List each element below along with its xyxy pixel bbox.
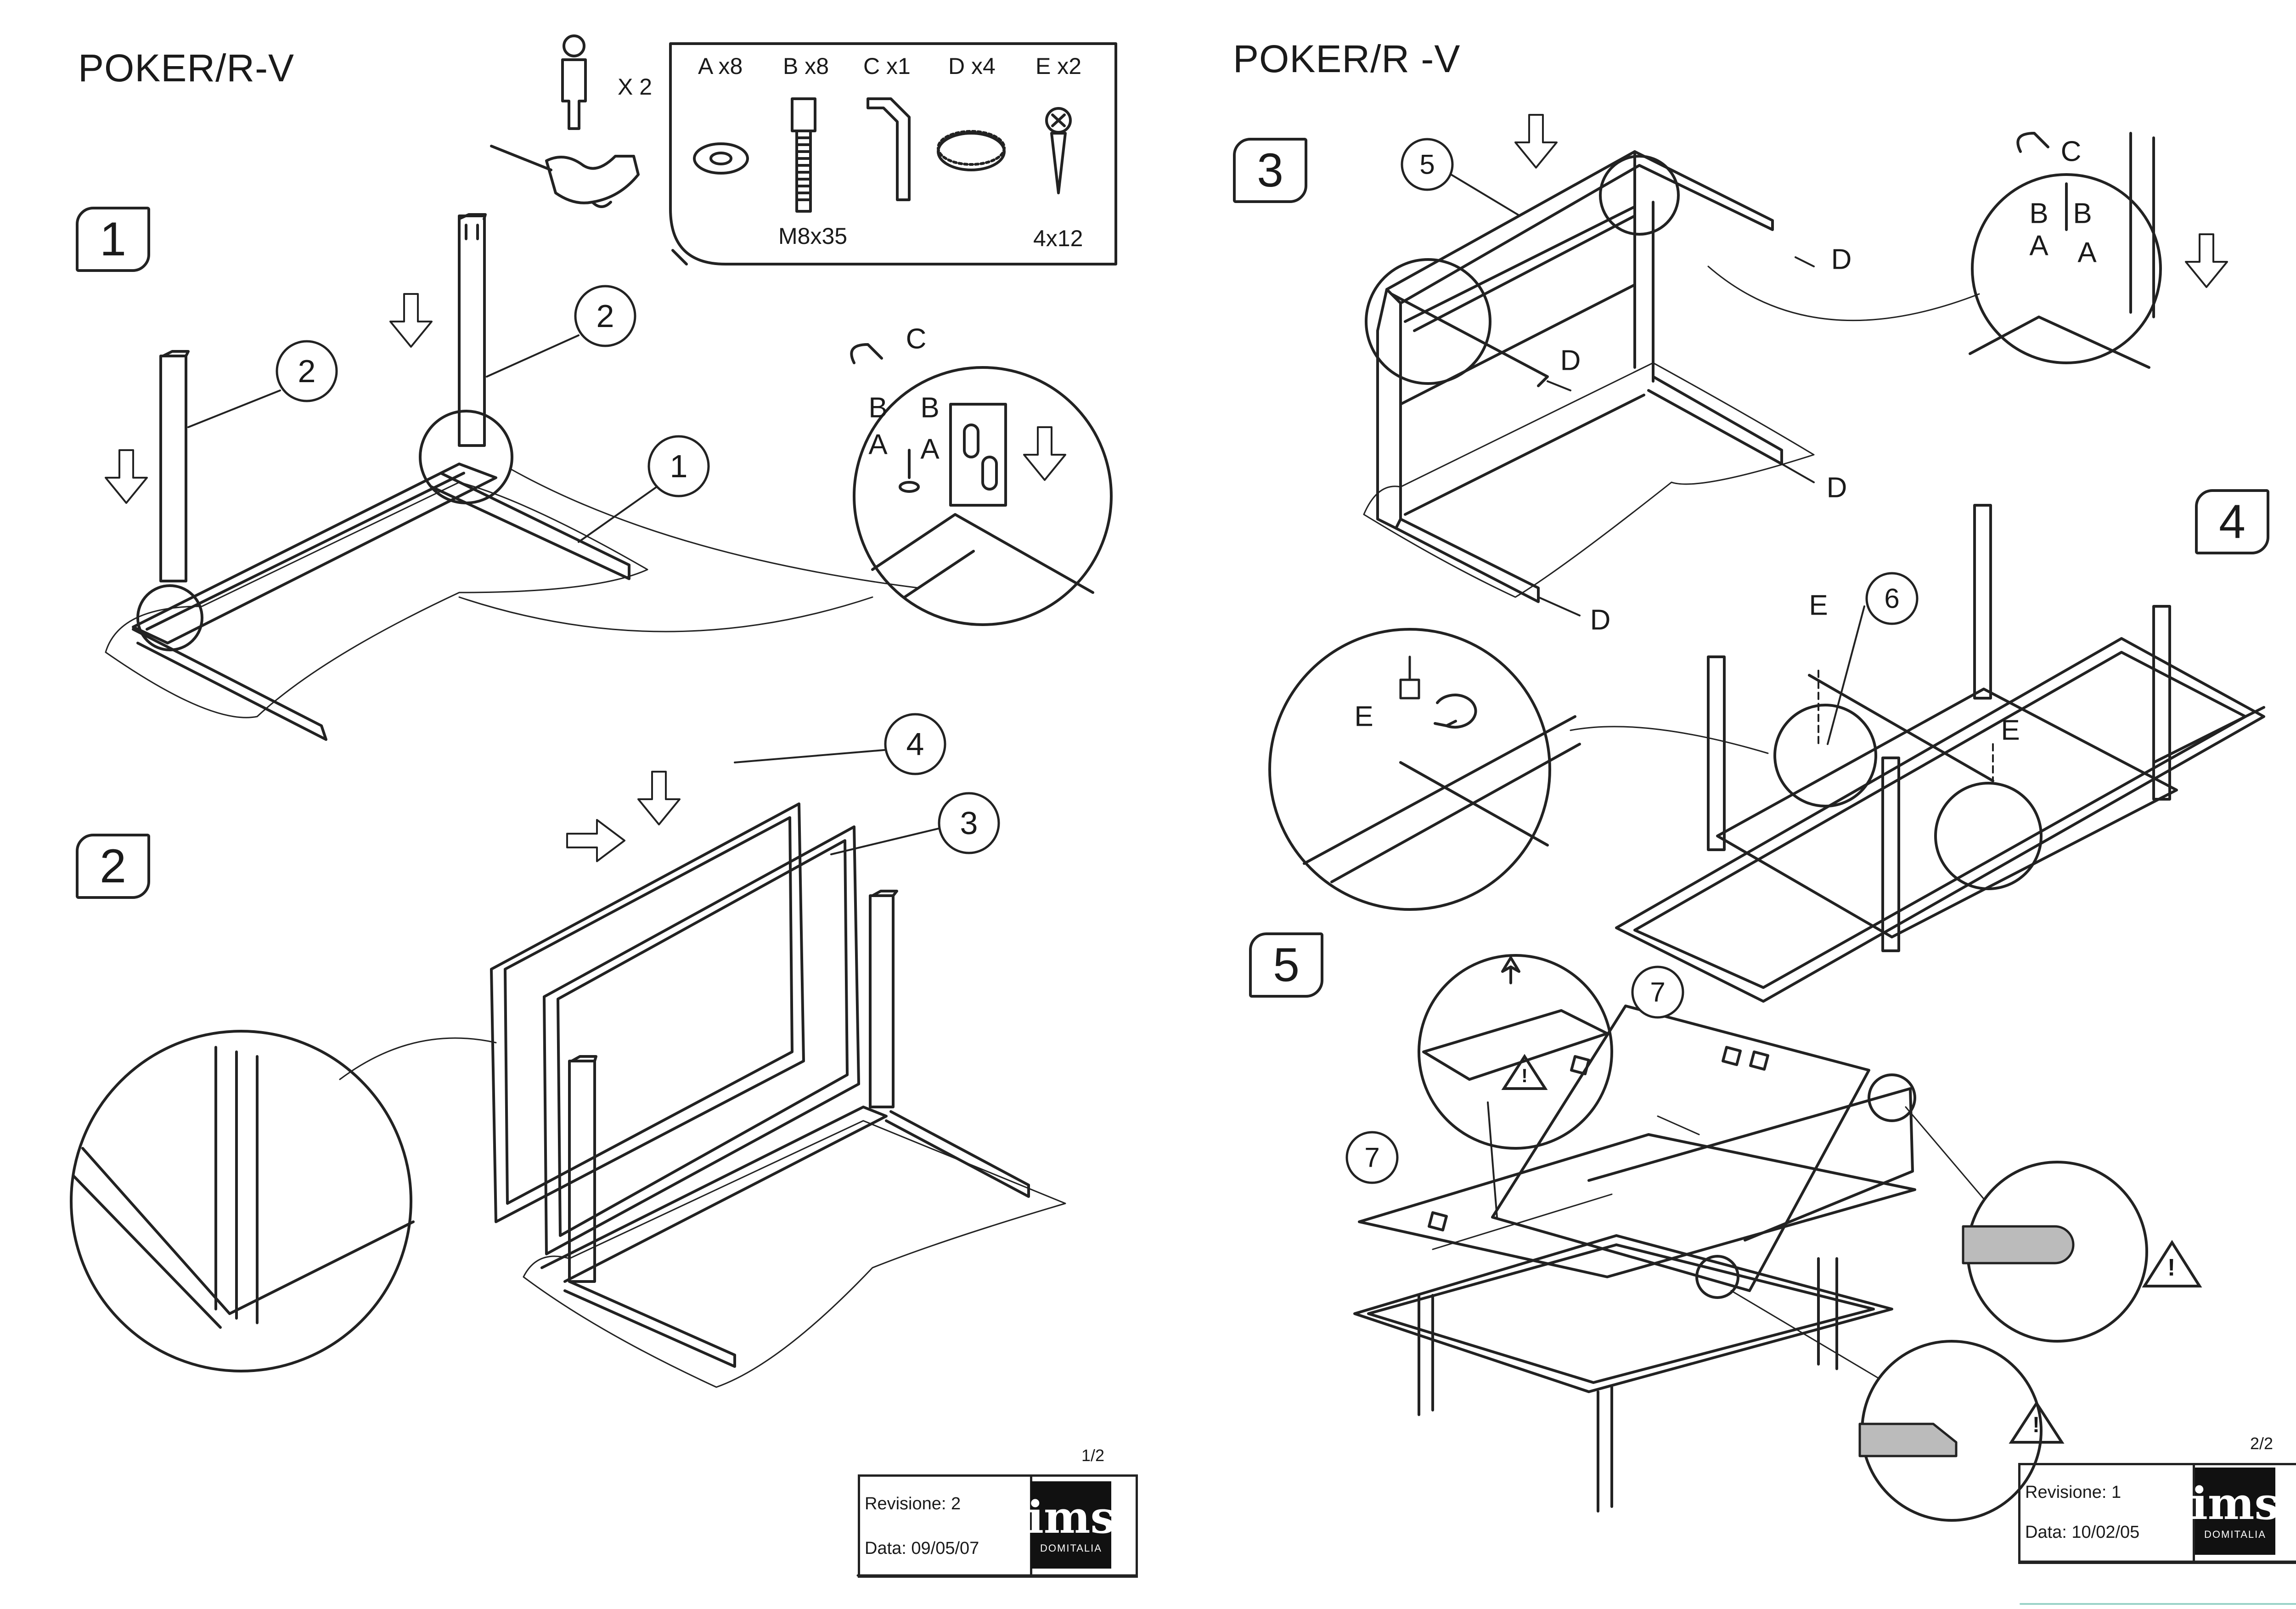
step3-frame xyxy=(1363,150,1815,603)
warning-mark-2: ! xyxy=(2167,1254,2176,1281)
logo-text: ims xyxy=(1027,1491,1115,1543)
screw-size: 4x12 xyxy=(1033,226,1083,251)
page2-revision: Revisione: 1 xyxy=(2025,1483,2122,1502)
person-icon xyxy=(561,34,587,130)
part-a-label: A x8 xyxy=(698,53,743,79)
page2-date: Data: 10/02/05 xyxy=(2025,1523,2140,1542)
d-label-2: D xyxy=(1560,344,1581,377)
logo-subtext: DOMITALIA xyxy=(1040,1542,1102,1554)
page2-info-box: Revisione: 1 Data: 10/02/05 xyxy=(2018,1463,2296,1564)
detail-a1-p1: A xyxy=(868,429,888,461)
page1-title: POKER/R-V xyxy=(78,46,295,90)
warning-mark-1: ! xyxy=(1521,1065,1528,1086)
e-label-3: E xyxy=(1354,700,1373,733)
detail-c-p1: C xyxy=(906,323,927,355)
warning-mark-3: ! xyxy=(2032,1413,2040,1437)
callout-2-right: 2 xyxy=(596,298,614,334)
logo-text-2: ims xyxy=(2191,1478,2279,1530)
callout-7-top: 7 xyxy=(1650,977,1666,1008)
push-arrow-icon xyxy=(105,293,1066,504)
push-arrow-icon xyxy=(1514,114,2228,288)
warning-icon xyxy=(1501,1054,2202,1444)
step-4-badge: 4 xyxy=(2195,489,2269,554)
part-d-label: D x4 xyxy=(948,53,996,79)
detail-b1-p1: B xyxy=(868,392,888,424)
detail-c-p2: C xyxy=(2060,135,2082,168)
e-label-2: E xyxy=(2001,714,2020,746)
d-label-1: D xyxy=(1831,243,1852,276)
page2-logo: ims DOMITALIA xyxy=(2191,1468,2279,1555)
push-arrow-icon xyxy=(566,771,681,862)
page1-revision: Revisione: 2 xyxy=(865,1494,961,1513)
page1-number: 1/2 xyxy=(1081,1446,1105,1465)
e-label-1: E xyxy=(1809,589,1828,621)
part-e-label: E x2 xyxy=(1035,53,1082,79)
step2-frames xyxy=(490,802,1066,1388)
parts-box xyxy=(669,42,1117,265)
callout-6: 6 xyxy=(1884,583,1900,614)
screwdriver-hand-icon xyxy=(490,145,640,208)
logo-subtext-2: DOMITALIA xyxy=(2204,1529,2266,1540)
detail-a1-p2: A xyxy=(2029,230,2048,262)
page1-logo: ims DOMITALIA xyxy=(1027,1481,1115,1569)
d-label-3: D xyxy=(1826,472,1847,504)
step1-frame xyxy=(105,213,648,741)
step-2-badge: 2 xyxy=(76,834,150,899)
people-count: X 2 xyxy=(618,74,653,100)
page2-title: POKER/R -V xyxy=(1233,37,1461,80)
rotate-arrow-icon xyxy=(1434,694,1477,729)
callout-4: 4 xyxy=(906,726,924,762)
step4-table xyxy=(1615,504,2265,1003)
step5-table xyxy=(1353,1005,1916,1513)
callout-1: 1 xyxy=(670,448,688,484)
step-1-badge: 1 xyxy=(76,207,150,272)
callout-7-bottom: 7 xyxy=(1364,1142,1380,1173)
callout-3: 3 xyxy=(960,805,978,841)
callout-2-left: 2 xyxy=(298,353,316,389)
bolt-size: M8x35 xyxy=(778,223,848,249)
detail-a2-p1: A xyxy=(920,433,940,465)
step-5-badge: 5 xyxy=(1249,932,1323,998)
callout-5: 5 xyxy=(1419,149,1435,180)
page2-number: 2/2 xyxy=(2250,1434,2273,1453)
part-b-label: B x8 xyxy=(783,53,829,79)
detail-b2-p2: B xyxy=(2073,198,2092,230)
step-3-badge: 3 xyxy=(1233,138,1307,203)
detail-b1-p2: B xyxy=(2029,198,2048,230)
detail-a2-p2: A xyxy=(2077,237,2097,269)
lift-arrow-icon xyxy=(1501,956,1520,984)
part-c-label: C x1 xyxy=(863,53,911,79)
d-label-4: D xyxy=(1590,604,1611,636)
page1-date: Data: 09/05/07 xyxy=(865,1539,979,1558)
detail-b2-p1: B xyxy=(920,392,940,424)
